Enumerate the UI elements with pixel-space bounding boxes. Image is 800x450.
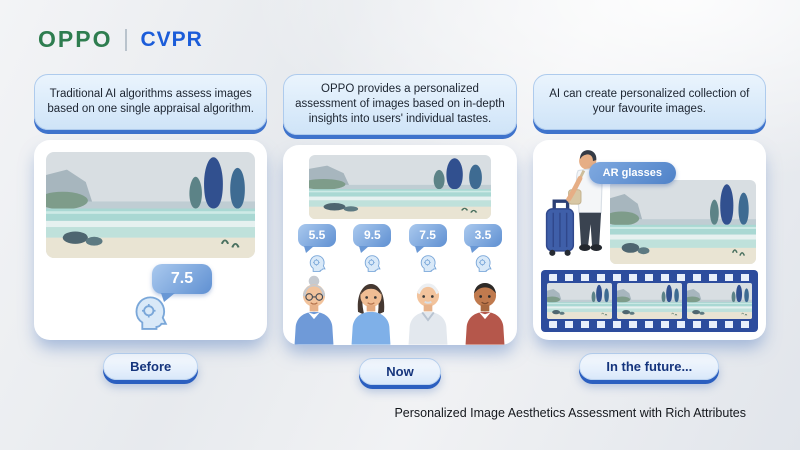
score-slot: 9.5 <box>348 223 396 273</box>
score-bubble: 7.5 <box>408 223 447 253</box>
avatar-elderly-woman <box>288 273 340 345</box>
oppo-logo: OPPO <box>38 26 113 52</box>
avatar-woman <box>345 273 397 345</box>
footer-text: Personalized Image Aesthetics Assessment… <box>394 406 746 420</box>
film-frame-image <box>616 283 682 319</box>
score-bubble: 3.5 <box>463 223 502 253</box>
landscape-image <box>46 152 256 258</box>
header: OPPO CVPR <box>38 26 203 53</box>
avatar-elderly-man <box>402 273 454 345</box>
filmstrip-sprockets <box>548 321 750 328</box>
caption-future: AI can create personalized collection of… <box>532 74 766 130</box>
caption-now: OPPO provides a personalized assessment … <box>283 74 517 135</box>
score-value: 5.5 <box>308 228 326 243</box>
avatar-man <box>459 273 511 345</box>
logo-divider <box>125 28 128 51</box>
score-bubble-row: 5.5 9.5 7.5 3.5 <box>283 223 516 273</box>
score-value: 7.5 <box>419 228 436 243</box>
landscape-image <box>308 154 491 219</box>
card-now: 5.5 9.5 7.5 3.5 <box>283 144 517 345</box>
caption-before: Traditional AI algorithms assess images … <box>34 74 268 130</box>
cvpr-logo: CVPR <box>140 27 203 51</box>
head-profile-icon <box>307 253 327 273</box>
column-now: OPPO provides a personalized assessment … <box>283 74 517 385</box>
card-before: 7.5 <box>34 140 268 340</box>
filmstrip-sprockets <box>548 274 750 281</box>
score-bubble: 9.5 <box>353 223 392 253</box>
label-now: Now <box>359 357 441 385</box>
columns: Traditional AI algorithms assess images … <box>34 74 766 385</box>
head-profile-icon <box>130 292 170 332</box>
filmstrip-frames <box>546 283 752 319</box>
filmstrip <box>540 270 758 332</box>
people-row <box>283 273 516 345</box>
score-value: 7.5 <box>170 270 194 287</box>
score-slot: 5.5 <box>293 223 341 273</box>
column-future: AI can create personalized collection of… <box>532 74 766 385</box>
film-frame-image <box>686 283 752 319</box>
score-value: 9.5 <box>363 228 381 243</box>
head-profile-icon <box>418 253 438 273</box>
score-slot: 3.5 <box>459 223 507 273</box>
card-future: AR glasses <box>532 140 766 340</box>
head-profile-icon <box>362 253 382 273</box>
label-future: In the future... <box>579 353 720 380</box>
landscape-image <box>609 180 756 264</box>
score-bubble: 5.5 <box>297 223 336 253</box>
film-frame-image <box>546 283 612 319</box>
column-before: Traditional AI algorithms assess images … <box>34 74 268 385</box>
score-slot: 7.5 <box>404 223 452 273</box>
label-before: Before <box>103 353 199 380</box>
ar-badge: AR glasses <box>588 162 676 184</box>
score-bubble: 7.5 <box>152 264 212 302</box>
score-value: 3.5 <box>474 228 492 243</box>
head-profile-icon <box>473 253 493 273</box>
